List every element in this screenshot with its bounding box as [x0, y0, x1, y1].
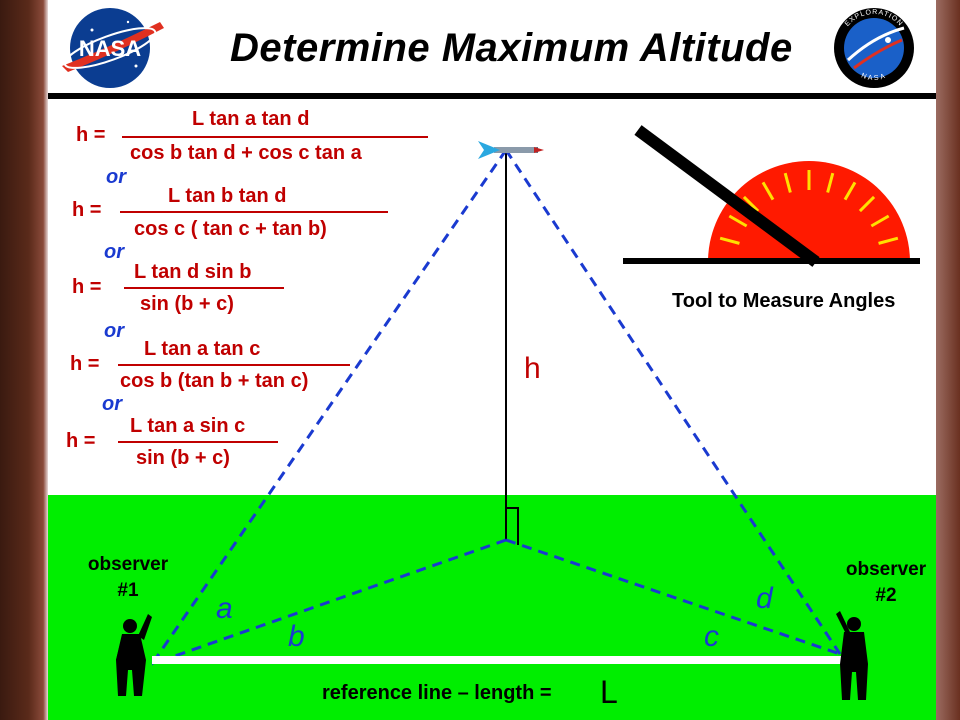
or-label-1: or	[106, 166, 126, 188]
or-label-3: or	[104, 320, 124, 342]
reference-line-caption: reference line – length =	[322, 682, 552, 704]
equation-2-lhs: h =	[72, 199, 102, 221]
or-label-2: or	[104, 241, 124, 263]
equation-2-numerator: L tan b tan d	[168, 185, 287, 207]
equation-1-lhs: h =	[76, 124, 106, 146]
reference-length-symbol: L	[600, 674, 618, 710]
protractor-tick	[728, 214, 748, 228]
protractor-tick	[761, 181, 775, 201]
angle-label-a: a	[216, 592, 233, 625]
right-angle-mark	[506, 507, 519, 545]
protractor-tick	[719, 236, 740, 245]
protractor-tick	[783, 172, 792, 193]
equation-1-numerator: L tan a tan d	[192, 108, 310, 130]
protractor-tick	[858, 195, 876, 213]
nasa-logo: NASA	[62, 8, 164, 88]
or-label-4: or	[102, 393, 122, 415]
observer-2-label: observer #2	[845, 559, 927, 606]
page-title: Determine Maximum Altitude	[230, 26, 793, 70]
rocket-icon	[478, 141, 544, 159]
exploration-logo: EXPLORATION NASA	[834, 8, 914, 88]
svg-text:NASA: NASA	[860, 72, 888, 82]
equation-1-denominator: cos b tan d + cos c tan a	[130, 142, 362, 164]
reference-line	[152, 656, 842, 664]
header-rule	[48, 93, 936, 99]
protractor-tick	[843, 181, 857, 201]
equation-4-numerator: L tan a tan c	[144, 338, 261, 360]
protractor-tick	[870, 214, 890, 228]
equation-5-denominator: sin (b + c)	[136, 447, 230, 469]
svg-text:NASA: NASA	[79, 36, 141, 61]
equation-5-numerator: L tan a sin c	[130, 415, 246, 437]
height-label: h	[524, 352, 541, 385]
protractor-tick	[826, 172, 835, 193]
observer-1-figure	[116, 614, 152, 696]
triangle-lines	[150, 149, 842, 666]
angle-label-d: d	[756, 582, 773, 615]
ground	[48, 495, 936, 720]
diagram-canvas: NASA EXPLORATION NASA	[48, 8, 936, 720]
protractor-tick	[878, 236, 899, 245]
observer-2-figure	[836, 611, 868, 700]
equation-2-denominator: cos c ( tan c + tan b)	[134, 218, 327, 240]
protractor-tick	[742, 195, 760, 213]
equation-3-lhs: h =	[72, 276, 102, 298]
angle-tool	[623, 125, 920, 267]
equation-3-numerator: L tan d sin b	[134, 261, 252, 283]
angle-label-b: b	[288, 620, 305, 653]
angle-label-c: c	[704, 620, 719, 653]
equation-3-denominator: sin (b + c)	[140, 293, 234, 315]
observer-1-label: observer #1	[87, 554, 169, 601]
equation-4-denominator: cos b (tan b + tan c)	[120, 370, 309, 392]
fraction-bars	[118, 136, 428, 443]
equation-5-lhs: h =	[66, 430, 96, 452]
equation-4-lhs: h =	[70, 353, 100, 375]
tool-caption: Tool to Measure Angles	[672, 290, 896, 312]
slide: NASA EXPLORATION NASA	[48, 0, 936, 720]
